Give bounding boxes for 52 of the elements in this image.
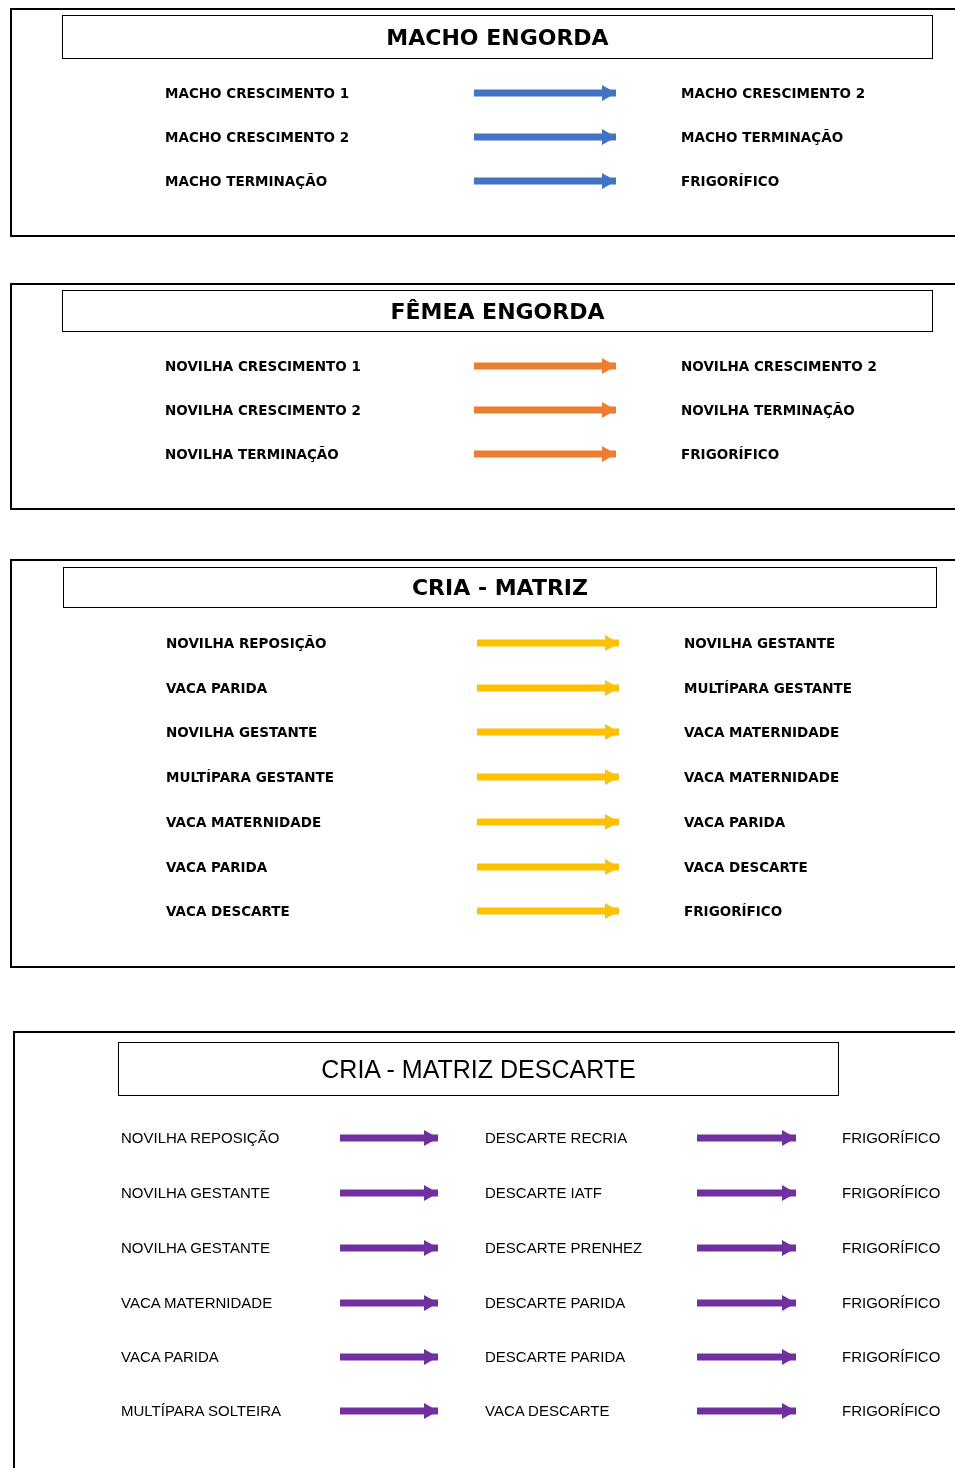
stage-label: DESCARTE RECRIA bbox=[485, 1129, 628, 1147]
stage-label: FRIGORÍFICO bbox=[681, 172, 780, 190]
stage-label: MULTÍPARA GESTANTE bbox=[166, 768, 334, 786]
stage-label: VACA DESCARTE bbox=[684, 858, 808, 876]
panel-frame bbox=[13, 1031, 955, 1468]
stage-label: VACA MATERNIDADE bbox=[166, 813, 322, 831]
stage-label: NOVILHA TERMINAÇÃO bbox=[165, 445, 339, 463]
stage-label: VACA PARIDA bbox=[684, 813, 786, 831]
stage-label: MACHO CRESCIMENTO 2 bbox=[165, 128, 350, 146]
stage-label: FRIGORÍFICO bbox=[842, 1184, 941, 1202]
stage-label: NOVILHA GESTANTE bbox=[166, 723, 318, 741]
title-box: MACHO ENGORDA bbox=[62, 15, 933, 59]
stage-label: NOVILHA TERMINAÇÃO bbox=[681, 401, 855, 419]
stage-label: NOVILHA REPOSIÇÃO bbox=[166, 634, 327, 652]
stage-label: VACA MATERNIDADE bbox=[121, 1294, 273, 1312]
stage-label: MACHO CRESCIMENTO 2 bbox=[681, 84, 866, 102]
stage-label: DESCARTE IATF bbox=[485, 1184, 602, 1202]
stage-label: FRIGORÍFICO bbox=[842, 1129, 941, 1147]
stage-label: VACA MATERNIDADE bbox=[684, 723, 840, 741]
panel-frame bbox=[10, 559, 955, 968]
title-box: FÊMEA ENGORDA bbox=[62, 290, 933, 332]
stage-label: VACA MATERNIDADE bbox=[684, 768, 840, 786]
stage-label: MACHO TERMINAÇÃO bbox=[165, 172, 328, 190]
stage-label: FRIGORÍFICO bbox=[681, 445, 780, 463]
stage-label: NOVILHA CRESCIMENTO 2 bbox=[165, 401, 361, 419]
stage-label: VACA DESCARTE bbox=[485, 1402, 610, 1420]
stage-label: MULTÍPARA GESTANTE bbox=[684, 679, 852, 697]
stage-label: MACHO TERMINAÇÃO bbox=[681, 128, 844, 146]
title-box: CRIA - MATRIZ DESCARTE bbox=[118, 1042, 839, 1096]
stage-label: DESCARTE PARIDA bbox=[485, 1348, 626, 1366]
stage-label: MACHO CRESCIMENTO 1 bbox=[165, 84, 350, 102]
stage-label: MULTÍPARA SOLTEIRA bbox=[121, 1402, 282, 1420]
stage-label: NOVILHA CRESCIMENTO 1 bbox=[165, 357, 361, 375]
stage-label: FRIGORÍFICO bbox=[842, 1348, 941, 1366]
stage-label: DESCARTE PARIDA bbox=[485, 1294, 626, 1312]
panel-frame bbox=[10, 8, 955, 237]
stage-label: FRIGORÍFICO bbox=[842, 1239, 941, 1257]
stage-label: NOVILHA GESTANTE bbox=[121, 1239, 270, 1257]
stage-label: NOVILHA GESTANTE bbox=[684, 634, 836, 652]
title-box: CRIA - MATRIZ bbox=[63, 567, 937, 608]
stage-label: NOVILHA CRESCIMENTO 2 bbox=[681, 357, 877, 375]
stage-label: FRIGORÍFICO bbox=[684, 902, 783, 920]
stage-label: NOVILHA GESTANTE bbox=[121, 1184, 270, 1202]
stage-label: NOVILHA REPOSIÇÃO bbox=[121, 1129, 280, 1147]
stage-label: VACA DESCARTE bbox=[166, 902, 290, 920]
stage-label: DESCARTE PRENHEZ bbox=[485, 1239, 643, 1257]
stage-label: VACA PARIDA bbox=[121, 1348, 219, 1366]
stage-label: FRIGORÍFICO bbox=[842, 1294, 941, 1312]
stage-label: VACA PARIDA bbox=[166, 858, 268, 876]
stage-label: VACA PARIDA bbox=[166, 679, 268, 697]
stage-label: FRIGORÍFICO bbox=[842, 1402, 941, 1420]
panel-frame bbox=[10, 283, 955, 510]
